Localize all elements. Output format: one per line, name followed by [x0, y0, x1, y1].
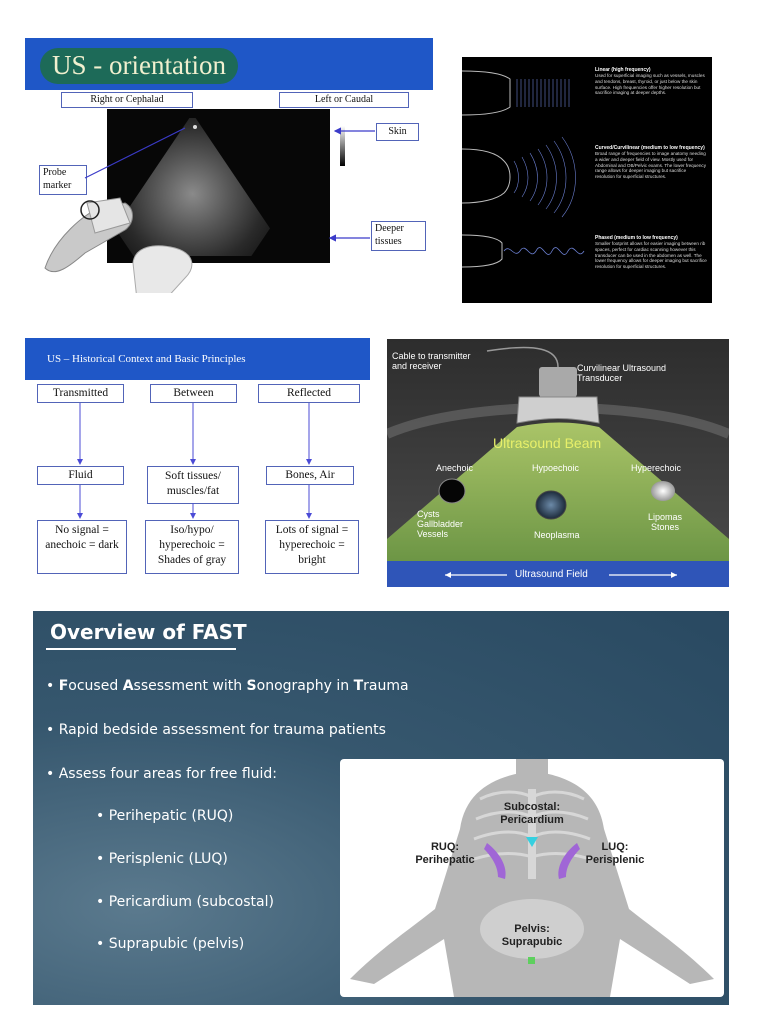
label-hypoechoic: Hypoechoic — [532, 463, 580, 473]
bullet-four-areas: • Assess four areas for free fluid: — [46, 766, 278, 782]
box-fluid: Fluid — [37, 466, 124, 485]
box-no-signal: No signal = anechoic = dark — [37, 520, 127, 574]
label-ultrasound-beam: Ultrasound Beam — [493, 435, 602, 451]
orientation-arrows — [44, 127, 375, 293]
slide-overview-of-fast: Overview of FAST • Focused Assessment wi… — [33, 611, 729, 1005]
label-transducer: Curvilinear Ultrasound Transducer — [577, 363, 667, 383]
label-luq: LUQ: Perisplenic — [585, 841, 645, 866]
grayscale-bar — [340, 126, 345, 166]
label-anechoic: Anechoic — [436, 463, 474, 473]
label-cysts: Cysts Gallbladder Vessels — [417, 509, 464, 539]
box-between: Between — [150, 384, 237, 403]
phased-description: Smaller footprint allows for easier imag… — [595, 241, 707, 270]
label-deeper-tissues: Deeper tissues — [371, 221, 426, 251]
slide-transducer-types: Linear (high frequency) Used for superfi… — [462, 57, 712, 303]
linear-title: Linear (high frequency) — [595, 67, 651, 73]
beam-illustration — [387, 339, 729, 587]
label-ruq: RUQ: Perihepatic — [415, 841, 475, 866]
box-bones-air: Bones, Air — [266, 466, 354, 485]
bullet-focused-assessment: • Focused Assessment with Sonography in … — [46, 678, 409, 694]
sub-bullet-perihepatic: • Perihepatic (RUQ) — [96, 808, 234, 824]
linear-description: Used for superficial imaging such as ves… — [595, 73, 705, 96]
sub-bullet-pericardium: • Pericardium (subcostal) — [96, 894, 274, 910]
box-shades-of-gray: Iso/hypo/ hyperechoic = Shades of gray — [145, 520, 239, 574]
box-transmitted: Transmitted — [37, 384, 124, 403]
label-right-cephalad: Right or Cephalad — [61, 92, 193, 108]
flow-arrows — [77, 403, 312, 519]
slide-us-orientation: US - orientation Right or Cephalad Left … — [25, 38, 433, 293]
label-ultrasound-field: Ultrasound Field — [515, 569, 588, 580]
label-neoplasma: Neoplasma — [534, 530, 580, 540]
box-reflected: Reflected — [258, 384, 360, 403]
slide-historical-context: US – Historical Context and Basic Princi… — [25, 338, 370, 586]
slide-title: US - orientation — [40, 48, 238, 84]
label-subcostal: Subcostal: Pericardium — [500, 801, 564, 826]
sub-bullet-perisplenic: • Perisplenic (LUQ) — [96, 851, 228, 867]
box-bright: Lots of signal = hyperechoic = bright — [265, 520, 359, 574]
curved-transducer-text: Curved/Curvilinear (medium to low freque… — [595, 145, 707, 180]
title-underline — [46, 648, 236, 650]
curved-title: Curved/Curvilinear (medium to low freque… — [595, 145, 705, 151]
phased-transducer-text: Phased (medium to low frequency) Smaller… — [595, 235, 707, 270]
label-skin: Skin — [376, 123, 419, 141]
bullet-rapid-assessment: • Rapid bedside assessment for trauma pa… — [46, 722, 386, 738]
curved-description: Broad range of frequencies to image anat… — [595, 151, 706, 180]
slide-title: Overview of FAST — [50, 620, 247, 644]
linear-transducer-text: Linear (high frequency) Used for superfi… — [595, 67, 707, 96]
sub-bullet-suprapubic: • Suprapubic (pelvis) — [96, 936, 245, 952]
label-hyperechoic: Hyperechoic — [631, 463, 682, 473]
transducer-illustrations — [462, 70, 585, 268]
torso-illustration — [350, 759, 714, 997]
label-probe-marker: Probe marker — [39, 165, 87, 195]
label-cable: Cable to transmitter and receiver — [392, 351, 471, 371]
label-pelvis: Pelvis: Suprapubic — [501, 923, 563, 948]
orientation-dot — [193, 125, 197, 129]
slide-title: US – Historical Context and Basic Princi… — [25, 338, 370, 380]
label-lipomas: Lipomas Stones — [647, 512, 683, 532]
slide-ultrasound-beam: Cable to transmitter and receiver Curvil… — [387, 339, 729, 587]
label-left-caudal: Left or Caudal — [279, 92, 409, 108]
fast-body-diagram: Subcostal: Pericardium RUQ: Perihepatic … — [340, 759, 724, 997]
phased-title: Phased (medium to low frequency) — [595, 235, 678, 241]
